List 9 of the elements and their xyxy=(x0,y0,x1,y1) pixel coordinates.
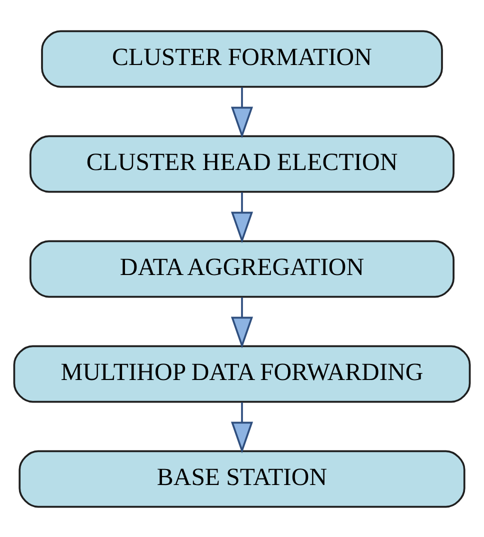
node-box: BASE STATION xyxy=(18,450,466,508)
node-box: MULTIHOP DATA FORWARDING xyxy=(13,344,471,402)
node-box: CLUSTER FORMATION xyxy=(41,30,443,88)
node-box: DATA AGGREGATION xyxy=(30,240,454,298)
arrow xyxy=(230,192,254,243)
arrow xyxy=(230,296,254,348)
arrow xyxy=(230,402,254,453)
arrow xyxy=(230,86,254,138)
node-box: CLUSTER HEAD ELECTION xyxy=(30,134,454,192)
